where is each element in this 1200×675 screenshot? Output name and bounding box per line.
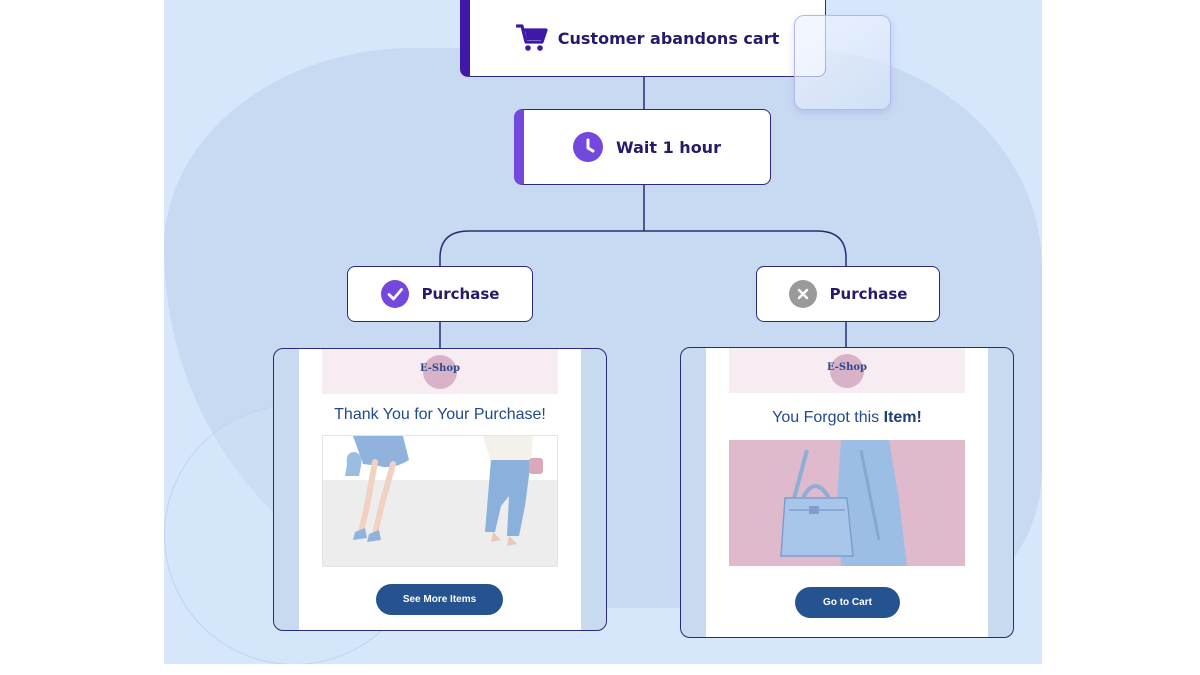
- decorative-glass-square: [794, 15, 891, 110]
- email-title-thank-you: Thank You for Your Purchase!: [334, 406, 546, 423]
- product-photo-blue-handbag: [729, 440, 965, 566]
- logo-badge: [423, 355, 457, 389]
- eshop-logo: E-Shop: [826, 362, 868, 373]
- product-photo-women-seated: [322, 435, 558, 567]
- logo-badge: [830, 354, 864, 388]
- clock-icon: [573, 132, 604, 162]
- connector-split-no: [644, 230, 847, 266]
- shopping-cart-icon: [515, 24, 548, 52]
- email-preview-forgot-item: E-Shop You Forgot this Item! Go to Cart: [706, 348, 988, 637]
- wait-label: Wait 1 hour: [616, 137, 721, 157]
- branch-purchase-yes[interactable]: Purchase: [347, 266, 533, 322]
- check-circle-icon: [380, 280, 409, 308]
- email-preview-thank-you: E-Shop Thank You for Your Purchase!: [299, 349, 581, 630]
- email-card-forgot-item[interactable]: E-Shop You Forgot this Item! Go to Cart: [680, 347, 1014, 638]
- branch-purchase-no[interactable]: Purchase: [756, 266, 940, 322]
- email-header: E-Shop: [322, 349, 558, 394]
- email-title-bold: Item!: [883, 409, 922, 426]
- eshop-logo: E-Shop: [419, 363, 461, 374]
- go-to-cart-button[interactable]: Go to Cart: [795, 587, 900, 618]
- flow-connectors: [439, 76, 847, 349]
- trigger-label: Customer abandons cart: [557, 28, 780, 48]
- email-title-prefix: You Forgot this: [772, 409, 884, 426]
- email-card-thank-you[interactable]: E-Shop Thank You for Your Purchase!: [273, 348, 607, 631]
- email-header: E-Shop: [729, 348, 965, 393]
- connector-split-yes: [439, 230, 644, 266]
- workflow-canvas: Customer abandons cart Wait 1 hour Purch…: [164, 0, 1042, 664]
- trigger-node[interactable]: Customer abandons cart: [460, 0, 826, 77]
- email-title-forgot: You Forgot this Item!: [706, 409, 988, 427]
- x-circle-icon: [788, 280, 817, 308]
- see-more-items-button[interactable]: See More Items: [376, 584, 503, 615]
- branch-no-label: Purchase: [829, 285, 908, 303]
- wait-node[interactable]: Wait 1 hour: [514, 109, 771, 185]
- branch-yes-label: Purchase: [421, 285, 500, 303]
